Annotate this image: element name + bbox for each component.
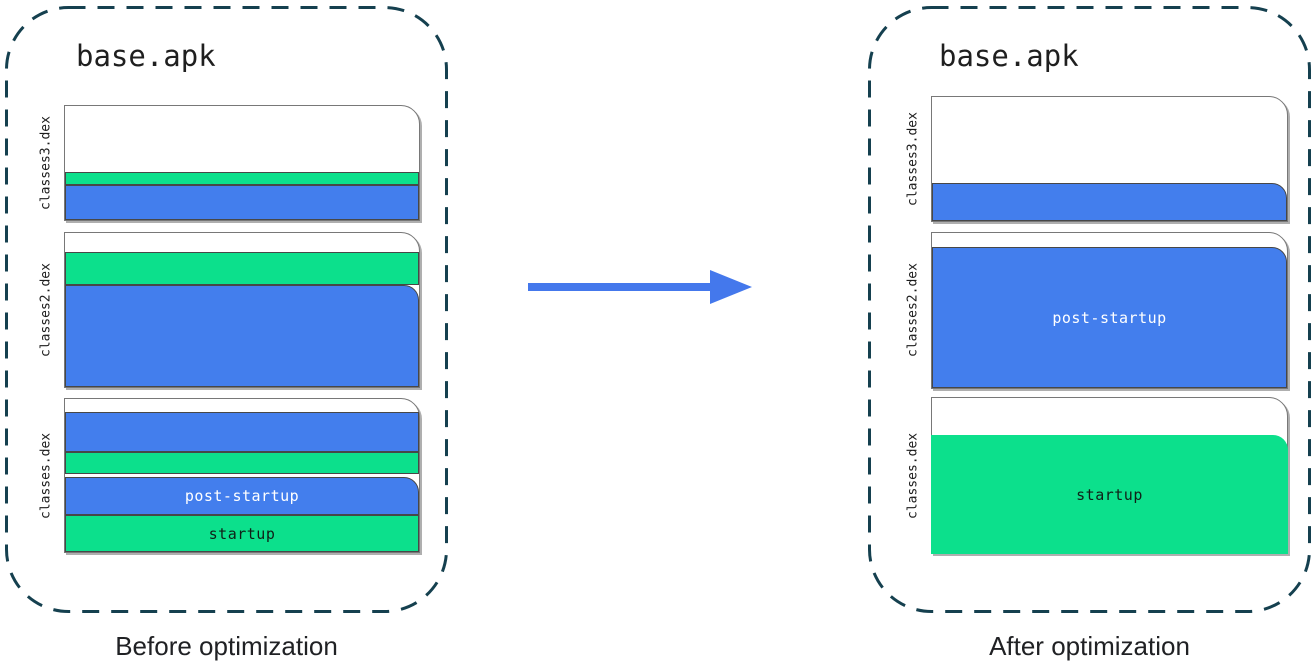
- dex-file-label: classes2.dex: [38, 263, 54, 357]
- dex-file-page: post-startup startup: [64, 398, 420, 553]
- blue-segment: [932, 183, 1287, 221]
- dex-file: classes3.dex: [39, 105, 420, 221]
- blue-segment: [65, 412, 419, 452]
- dex-file: classes3.dex: [906, 96, 1288, 222]
- dex-file: classes2.dex post-startup: [906, 232, 1288, 389]
- apk-dashed-border: [868, 6, 1311, 613]
- white-segment: [65, 106, 419, 172]
- dex-file-label: classes2.dex: [905, 263, 921, 358]
- blue-segment: post-startup: [65, 477, 419, 515]
- dex-file-label: classes3.dex: [38, 116, 54, 210]
- white-segment: [932, 233, 1287, 247]
- dex-file-page: post-startup: [931, 232, 1288, 389]
- apk-title: base.apk: [76, 39, 216, 73]
- before-caption: Before optimization: [115, 631, 338, 661]
- white-segment: [65, 233, 419, 252]
- apk-title: base.apk: [939, 39, 1079, 73]
- dex-file-page: [931, 96, 1288, 222]
- dex-file-label: classes3.dex: [905, 112, 921, 206]
- green-segment: [65, 452, 419, 474]
- dex-file-page: [64, 105, 420, 221]
- dex-file-label: classes.dex: [38, 432, 54, 519]
- dex-file: classes2.dex: [39, 232, 420, 388]
- green-segment: startup: [931, 435, 1288, 554]
- apk-dashed-border: [5, 6, 448, 613]
- segment-label: startup: [208, 524, 276, 543]
- white-segment: [932, 398, 1287, 435]
- blue-segment: post-startup: [932, 247, 1287, 388]
- green-segment: [65, 252, 419, 285]
- white-segment: [65, 399, 419, 412]
- dex-file: classes.dex post-startup startup: [39, 398, 420, 553]
- green-segment: startup: [65, 515, 419, 552]
- right-arrow-icon: [528, 270, 752, 304]
- dex-file-label: classes.dex: [905, 432, 921, 519]
- dex-file: classes.dex startup: [906, 397, 1288, 554]
- dex-file-page: [64, 232, 420, 388]
- white-segment: [932, 97, 1287, 183]
- after-caption: After optimization: [989, 631, 1190, 661]
- segment-label: post-startup: [184, 487, 300, 505]
- blue-segment: [65, 185, 419, 220]
- segment-label: post-startup: [1052, 308, 1167, 327]
- dex-file-page: startup: [931, 397, 1288, 554]
- green-segment: [65, 172, 419, 185]
- blue-segment: [65, 285, 419, 387]
- segment-label: startup: [1076, 485, 1143, 504]
- before-dex-files: classes3.dex classes2.dex classes.dex post-…: [5, 6, 448, 613]
